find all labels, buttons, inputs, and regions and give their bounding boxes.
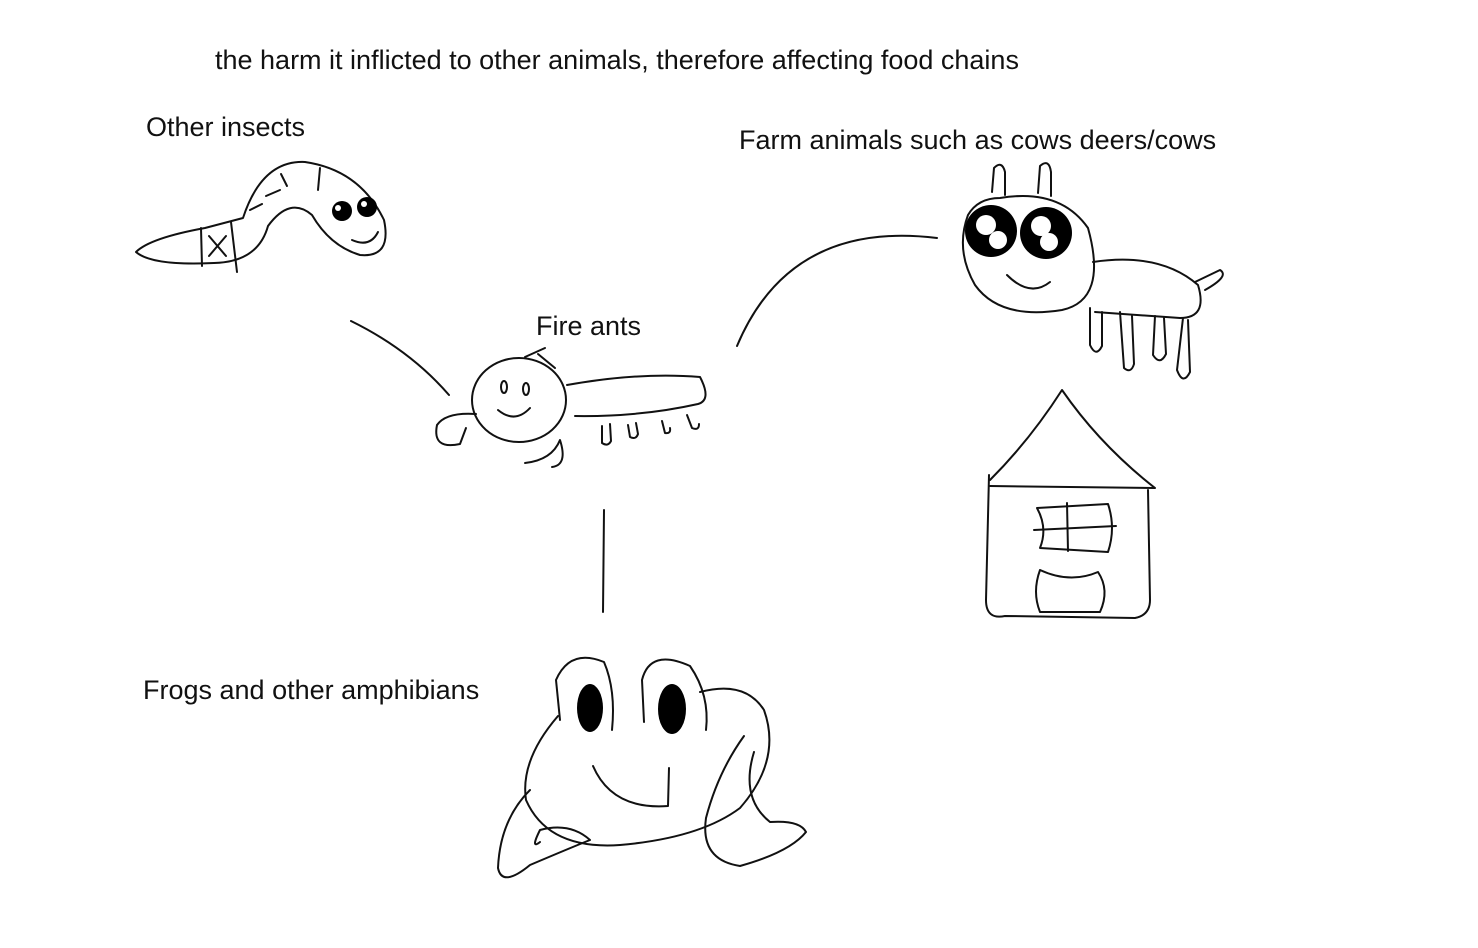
frog-drawing [497, 656, 807, 879]
label-farm-animals: Farm animals such as cows deers/cows [739, 125, 1217, 155]
house-drawing [985, 389, 1156, 619]
label-fire-ants: Fire ants [536, 311, 642, 341]
connector-ants-frogs [602, 509, 605, 613]
ant-drawing [435, 347, 707, 468]
connector-ants-farm [736, 234, 938, 347]
connector-insects-ants [350, 320, 450, 396]
cow-drawing [961, 162, 1224, 380]
label-other-insects: Other insects [146, 112, 306, 142]
diagram-title: the harm it inflicted to other animals, … [215, 45, 1019, 75]
label-frogs: Frogs and other amphibians [143, 675, 480, 705]
worm-drawing [135, 160, 387, 273]
